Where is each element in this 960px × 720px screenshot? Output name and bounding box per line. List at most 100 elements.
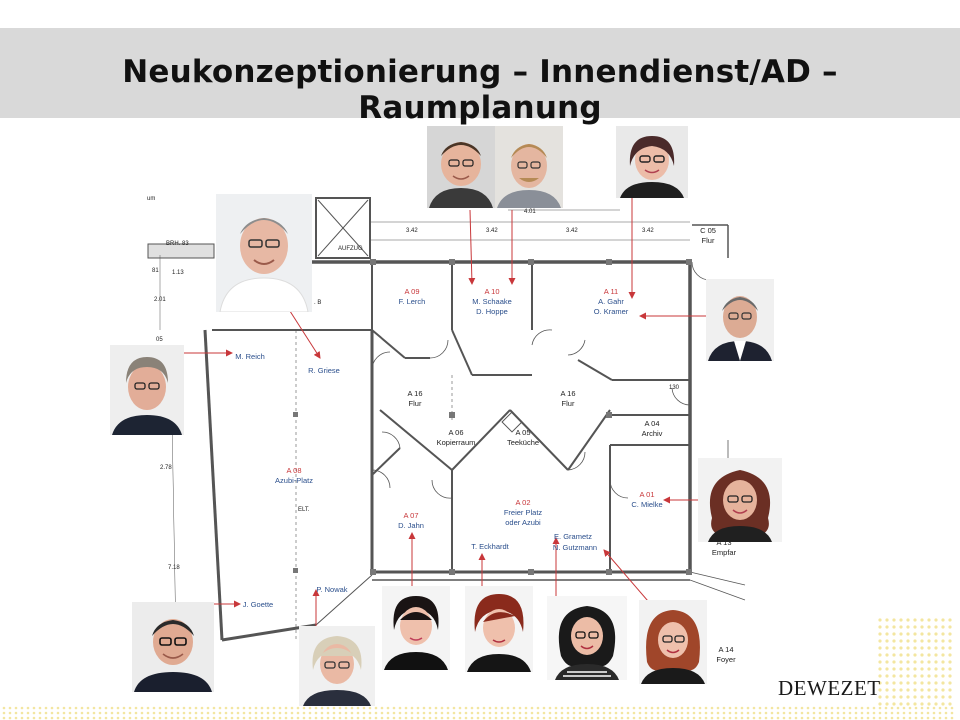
decorative-dot — [224, 716, 228, 720]
decorative-dot — [674, 711, 678, 715]
decorative-dot — [512, 716, 516, 720]
decorative-dot — [892, 639, 896, 643]
decorative-dot — [566, 706, 570, 710]
decorative-dot — [560, 711, 564, 715]
decorative-dot — [818, 706, 822, 710]
decorative-dot — [878, 711, 882, 715]
decorative-dot — [458, 706, 462, 710]
decorative-dot — [892, 702, 896, 706]
title-bar — [0, 28, 960, 118]
room-occupant: M. Schaake — [472, 297, 512, 306]
decorative-dot — [92, 706, 96, 710]
decorative-dot — [906, 660, 910, 664]
wall-a07-top — [371, 447, 401, 476]
decorative-dot — [506, 711, 510, 715]
decorative-dot — [948, 681, 952, 685]
decorative-dot — [422, 706, 426, 710]
decorative-dot — [356, 716, 360, 720]
decorative-dot — [530, 711, 534, 715]
decorative-dot — [554, 716, 558, 720]
decorative-dot — [548, 706, 552, 710]
decorative-dot — [878, 681, 882, 685]
decorative-dot — [906, 618, 910, 622]
decorative-dot — [884, 711, 888, 715]
decorative-dot — [626, 711, 630, 715]
decorative-dot — [314, 711, 318, 715]
decorative-dot — [608, 716, 612, 720]
room-occupant: O. Kramer — [593, 307, 629, 316]
decorative-dot — [892, 625, 896, 629]
decorative-dot — [80, 711, 84, 715]
decorative-dot — [941, 618, 945, 622]
decorative-dot — [944, 706, 948, 710]
column-12 — [606, 569, 612, 575]
wall-a10-bottom — [451, 329, 473, 376]
decorative-dot — [410, 716, 414, 720]
decorative-dot — [927, 639, 931, 643]
decorative-dot — [914, 711, 918, 715]
decorative-dot — [326, 711, 330, 715]
decorative-dot — [590, 706, 594, 710]
column-14 — [370, 569, 376, 575]
decorative-dot — [920, 646, 924, 650]
decorative-dot — [542, 711, 546, 715]
decorative-dot — [248, 716, 252, 720]
decorative-dot — [927, 660, 931, 664]
decorative-dot — [434, 706, 438, 710]
decorative-dot — [608, 706, 612, 710]
decorative-dot — [734, 716, 738, 720]
plan-text-d113: 1.13 — [172, 270, 184, 276]
decorative-dot — [2, 711, 6, 715]
decorative-dot — [452, 706, 456, 710]
decorative-dot — [890, 706, 894, 710]
decorative-dot — [200, 706, 204, 710]
decorative-dot — [578, 711, 582, 715]
decorative-dot — [830, 711, 834, 715]
decorative-dot — [260, 716, 264, 720]
decorative-dot — [892, 646, 896, 650]
decorative-dot — [56, 706, 60, 710]
name-label-reich: M. Reich — [235, 352, 265, 361]
top-outer-wall — [147, 243, 215, 259]
room-text: A 04 — [644, 419, 660, 428]
decorative-dot — [710, 716, 714, 720]
room-code: A 08 — [286, 466, 302, 475]
stair-line-2 — [689, 571, 746, 586]
elevator-cross-2 — [317, 199, 369, 257]
decorative-dot — [590, 711, 594, 715]
decorative-dot — [752, 716, 756, 720]
decorative-dot — [14, 716, 18, 720]
decorative-dot — [806, 711, 810, 715]
decorative-dot — [913, 681, 917, 685]
sink — [501, 411, 523, 433]
decorative-dot — [920, 618, 924, 622]
decorative-dot — [218, 711, 222, 715]
decorative-dot — [326, 716, 330, 720]
decorative-dot — [902, 711, 906, 715]
decorative-dot — [746, 716, 750, 720]
door-arc-6 — [431, 479, 453, 499]
door-arc-3 — [531, 329, 553, 346]
room-text: Flur — [701, 236, 715, 245]
decorative-dot — [488, 711, 492, 715]
decorative-dot — [518, 716, 522, 720]
decorative-dot — [644, 711, 648, 715]
decorative-dot — [170, 706, 174, 710]
decorative-dot — [941, 660, 945, 664]
decorative-dot — [314, 706, 318, 710]
decorative-dot — [92, 716, 96, 720]
decorative-dot — [236, 716, 240, 720]
room-text: C 05 — [700, 226, 716, 235]
decorative-dot — [128, 706, 132, 710]
decorative-dot — [452, 711, 456, 715]
decorative-dot — [80, 706, 84, 710]
decorative-dot — [698, 711, 702, 715]
decorative-dot — [320, 711, 324, 715]
decorative-dot — [212, 706, 216, 710]
decorative-dot — [836, 716, 840, 720]
decorative-dot — [254, 706, 258, 710]
decorative-dot — [913, 702, 917, 706]
decorative-dot — [896, 706, 900, 710]
